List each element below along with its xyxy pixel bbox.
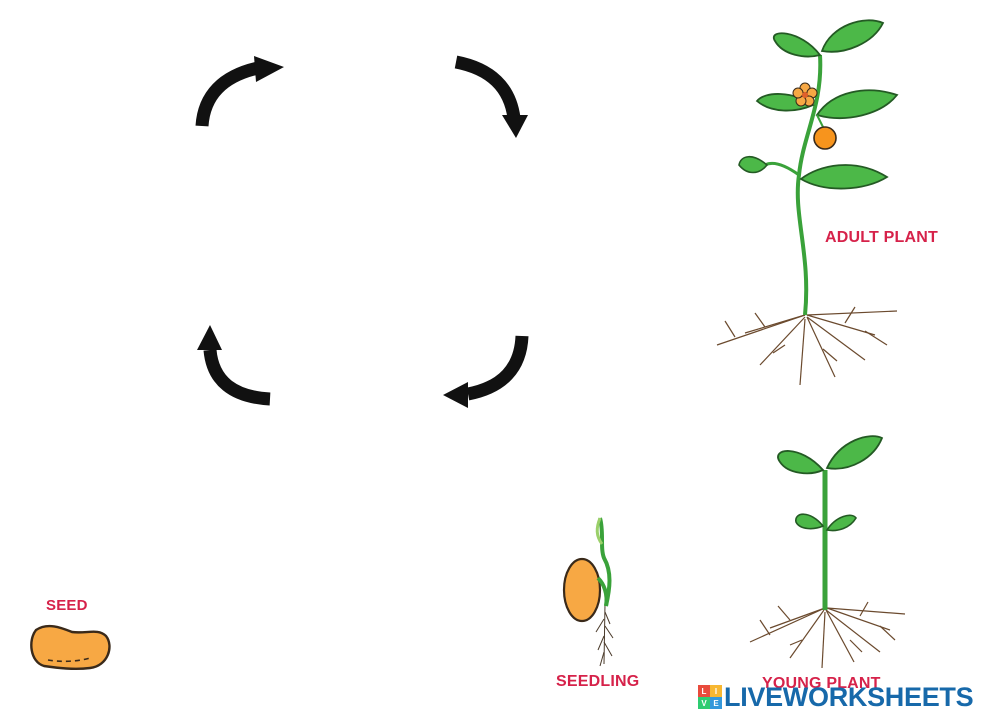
seedling-illustration xyxy=(562,517,614,667)
adult-plant-label: ADULT PLANT xyxy=(825,229,938,246)
liveworksheets-text: LIVEWORKSHEETS xyxy=(724,681,974,712)
curved-arrow-top-left-icon xyxy=(195,56,284,127)
seedling-label: SEEDLING xyxy=(556,673,640,690)
flower-icon xyxy=(792,82,818,107)
liveworksheets-logo-icon: L I V E xyxy=(698,685,722,709)
liveworksheets-watermark: L I V E LIVEWORKSHEETS xyxy=(698,681,974,712)
adult-plant-illustration xyxy=(716,19,899,386)
logo-letter-l: L xyxy=(698,685,710,697)
logo-letter-i: I xyxy=(710,685,722,697)
seed-label: SEED xyxy=(46,597,88,614)
curved-arrow-top-right-icon xyxy=(454,55,528,138)
fruit-icon xyxy=(813,126,837,150)
curved-arrow-bottom-right-icon xyxy=(443,335,529,408)
curved-arrow-bottom-left-icon xyxy=(197,325,271,406)
young-plant-label: YOUNG PLANT xyxy=(762,675,881,692)
seed-illustration xyxy=(30,624,111,671)
logo-letter-e: E xyxy=(710,697,722,709)
logo-letter-v: V xyxy=(698,697,710,709)
young-plant-illustration xyxy=(749,435,906,669)
